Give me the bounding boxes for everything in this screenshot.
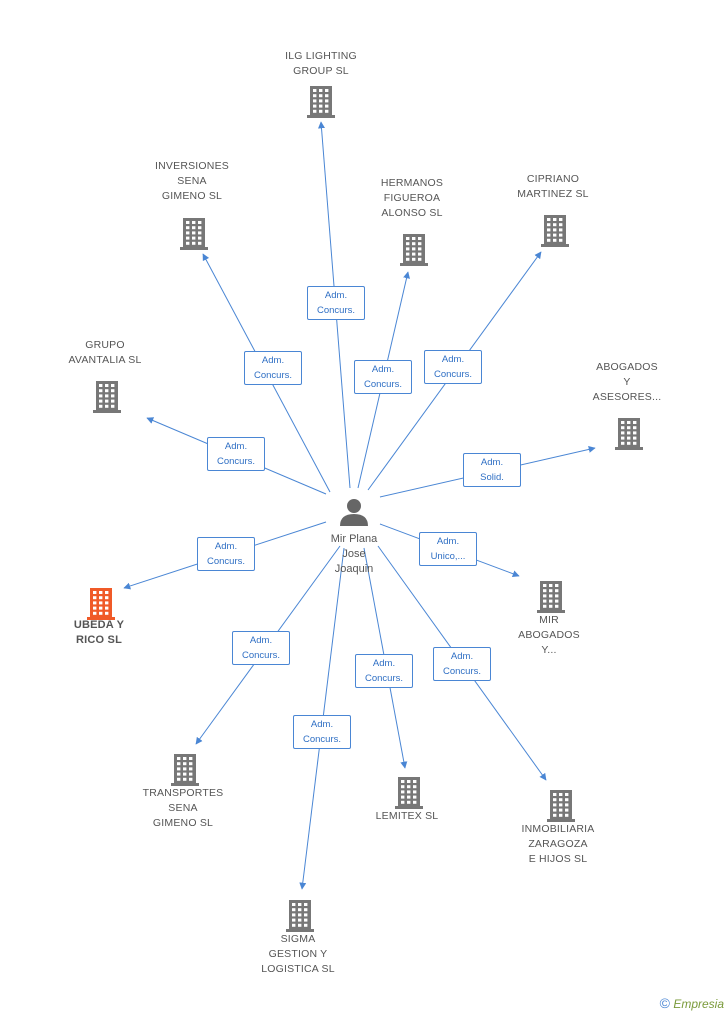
watermark: © Empresia <box>660 995 724 1011</box>
person-icon <box>340 499 368 526</box>
building-icon <box>400 234 428 266</box>
node-label-hermanos[interactable]: HERMANOS FIGUEROA ALONSO SL <box>380 177 444 219</box>
edge-label-transportes[interactable]: Adm. Concurs. <box>232 631 290 665</box>
building-icon <box>541 215 569 247</box>
node-label-transportes[interactable]: TRANSPORTES SENA GIMENO SL <box>142 787 224 829</box>
edge-label-inmobiliaria[interactable]: Adm. Concurs. <box>433 647 491 681</box>
nodes-layer <box>87 86 643 932</box>
edge-label-ilg[interactable]: Adm. Concurs. <box>307 286 365 320</box>
node-label-lemitex[interactable]: LEMITEX SL <box>375 810 439 822</box>
building-icon <box>286 900 314 932</box>
node-label-cipriano[interactable]: CIPRIANO MARTINEZ SL <box>517 173 589 200</box>
node-label-sigma[interactable]: SIGMA GESTION Y LOGISTICA SL <box>261 933 335 975</box>
edge-label-ubeda[interactable]: Adm. Concurs. <box>197 537 255 571</box>
edge-label-inversiones[interactable]: Adm. Concurs. <box>244 351 302 385</box>
building-icon <box>547 790 575 822</box>
edge-label-lemitex[interactable]: Adm. Concurs. <box>355 654 413 688</box>
building-icon <box>537 581 565 613</box>
edge-label-cipriano[interactable]: Adm. Concurs. <box>424 350 482 384</box>
edge-label-hermanos[interactable]: Adm. Concurs. <box>354 360 412 394</box>
edge-label-abogados[interactable]: Adm. Solid. <box>463 453 521 487</box>
watermark-text: Empresia <box>673 997 724 1011</box>
edge-label-mir[interactable]: Adm. Unico,... <box>419 532 477 566</box>
node-label-grupo[interactable]: GRUPO AVANTALIA SL <box>68 339 142 366</box>
building-icon <box>93 381 121 413</box>
node-label-abogados[interactable]: ABOGADOS Y ASESORES... <box>592 361 662 403</box>
node-label-inversiones[interactable]: INVERSIONES SENA GIMENO SL <box>155 160 229 202</box>
building-icon <box>307 86 335 118</box>
building-icon <box>171 754 199 786</box>
building-icon <box>180 218 208 250</box>
center-person-label[interactable]: Mir Plana Jose Joaquin <box>330 533 378 575</box>
node-label-ubeda[interactable]: UBEDA Y RICO SL <box>73 619 125 646</box>
edge-label-grupo[interactable]: Adm. Concurs. <box>207 437 265 471</box>
building-icon <box>615 418 643 450</box>
node-label-inmobiliaria[interactable]: INMOBILIARIA ZARAGOZA E HIJOS SL <box>521 823 595 865</box>
building-icon <box>87 588 115 620</box>
node-label-ilg[interactable]: ILG LIGHTING GROUP SL <box>285 50 357 77</box>
building-icon <box>395 777 423 809</box>
copyright-icon: © <box>659 995 670 1011</box>
node-label-mir[interactable]: MIR ABOGADOS Y... <box>518 614 580 656</box>
edge-label-sigma[interactable]: Adm. Concurs. <box>293 715 351 749</box>
